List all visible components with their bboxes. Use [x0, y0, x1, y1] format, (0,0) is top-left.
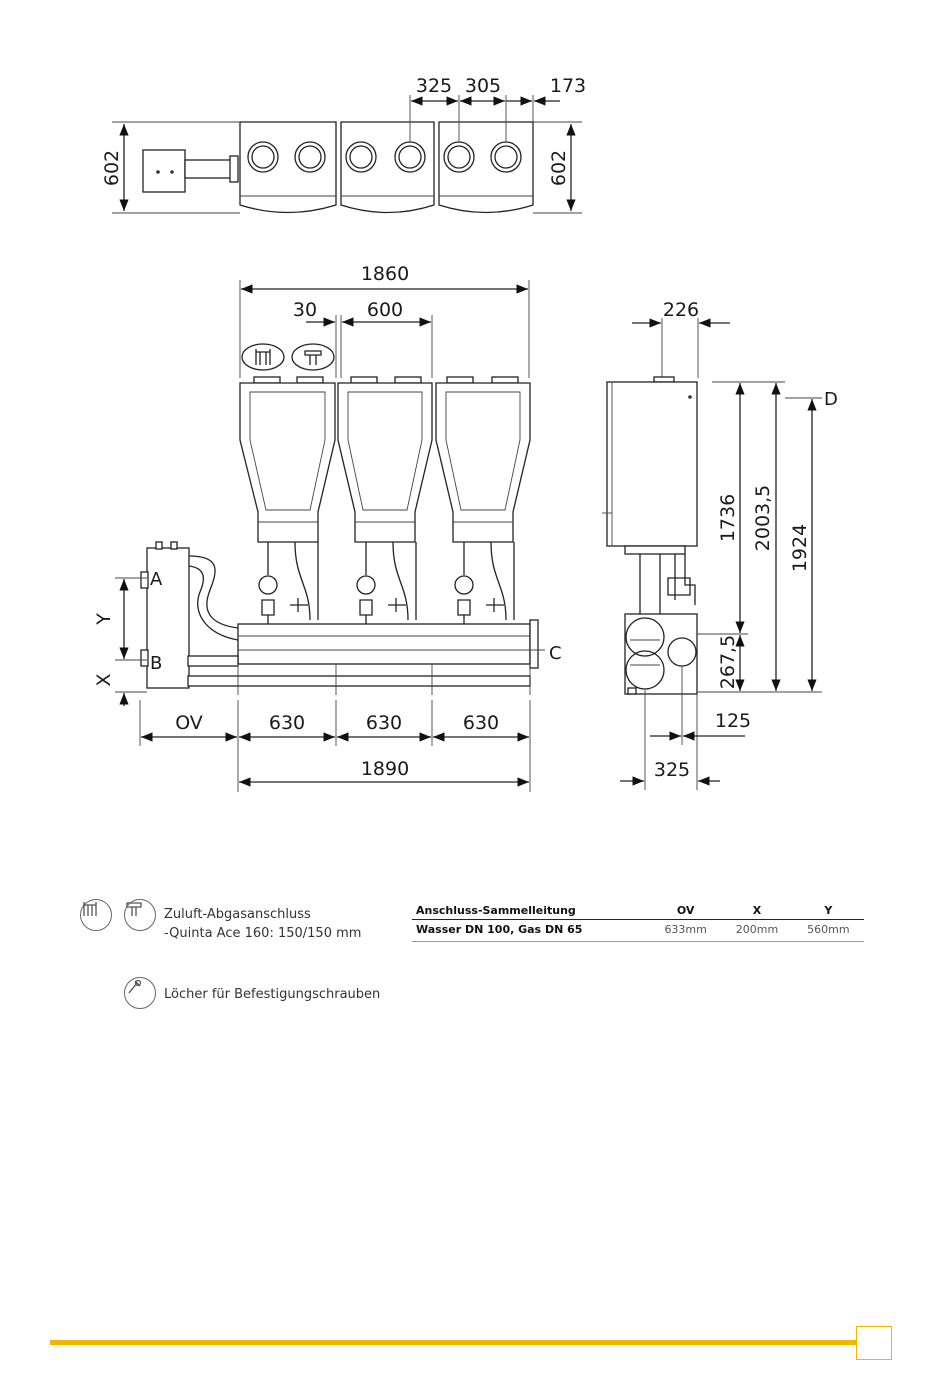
top-view — [112, 95, 582, 213]
top-dim-305: 305 — [465, 75, 501, 97]
dim-630-2: 630 — [366, 712, 402, 734]
table-row: Wasser DN 100, Gas DN 65 633mm 200mm 560… — [412, 920, 864, 942]
top-dim-325: 325 — [416, 75, 452, 97]
side-dim-125: 125 — [715, 710, 751, 732]
front-dim-30: 30 — [293, 299, 317, 321]
screw-holes-label: Löcher für Befestigungschrauben — [164, 985, 380, 1004]
dim-630-3: 630 — [463, 712, 499, 734]
flue-connection-label: Zuluft-Abgasanschluss -Quinta Ace 160: 1… — [164, 905, 361, 943]
page-number-box — [856, 1326, 892, 1360]
side-h-1736: 1736 — [717, 494, 739, 542]
dim-ov: OV — [175, 712, 203, 734]
side-h-2003: 2003,5 — [752, 485, 774, 551]
cell-pipe: Wasser DN 100, Gas DN 65 — [412, 920, 650, 942]
label-A: A — [150, 569, 163, 590]
footer-accent-line — [50, 1340, 858, 1345]
side-dim-325: 325 — [654, 759, 690, 781]
front-width-1860: 1860 — [361, 263, 409, 285]
top-dim-173: 173 — [550, 75, 586, 97]
label-D: D — [824, 389, 838, 410]
top-depth-left: 602 — [101, 150, 123, 186]
flue-label: Zuluft-Abgasanschluss — [164, 905, 361, 924]
label-C: C — [549, 643, 562, 664]
dim-630-1: 630 — [269, 712, 305, 734]
header-y: Y — [793, 902, 864, 920]
flue-sub-label: -Quinta Ace 160: 150/150 mm — [164, 924, 361, 943]
front-width-1890: 1890 — [361, 758, 409, 780]
header-x: X — [721, 902, 792, 920]
front-dim-600: 600 — [367, 299, 403, 321]
label-B: B — [150, 653, 162, 674]
side-h-267: 267,5 — [717, 635, 739, 689]
label-Y: Y — [93, 613, 115, 626]
cell-ov: 633mm — [650, 920, 721, 942]
table-header-row: Anschluss-Sammelleitung OV X Y — [412, 902, 864, 920]
header-collector: Anschluss-Sammelleitung — [412, 902, 650, 920]
cell-y: 560mm — [793, 920, 864, 942]
side-dim-226: 226 — [663, 299, 699, 321]
header-ov: OV — [650, 902, 721, 920]
connection-table: Anschluss-Sammelleitung OV X Y Wasser DN… — [412, 902, 864, 942]
side-h-1924: 1924 — [789, 524, 811, 572]
flue-exhaust-icon — [124, 899, 156, 931]
cell-x: 200mm — [721, 920, 792, 942]
top-depth-right: 602 — [548, 150, 570, 186]
label-X: X — [93, 673, 115, 686]
screw-icon — [124, 977, 156, 1009]
flue-supply-icon — [80, 899, 112, 931]
